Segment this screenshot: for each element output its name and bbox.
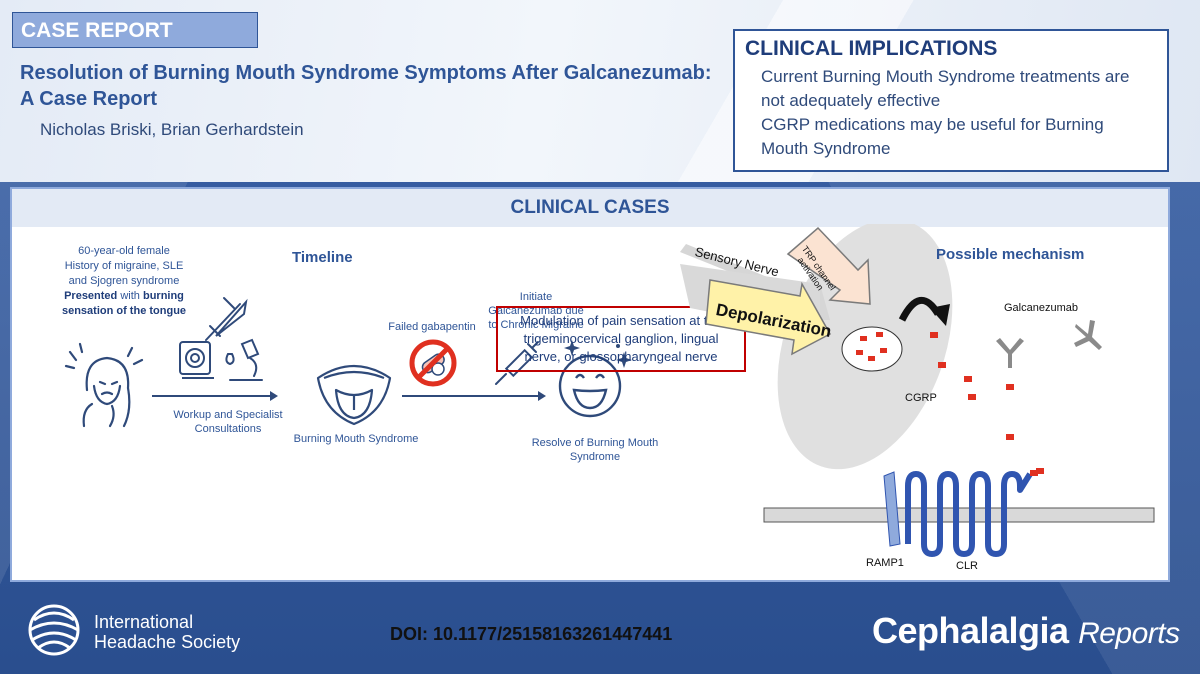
- ihs-logo-icon: [28, 604, 80, 656]
- resolve-line2: Syndrome: [569, 451, 621, 463]
- cgrp-vesicle: [841, 326, 903, 372]
- galcanezumab-label: Galcanezumab: [1004, 302, 1078, 314]
- authors: Nicholas Briski, Brian Gerhardstein: [40, 120, 304, 139]
- implications-line1: Current Burning Mouth Syndrome treatment…: [761, 67, 1130, 86]
- ramp1: [883, 471, 901, 547]
- patient-description: 60-year-old female History of migraine, …: [44, 244, 204, 319]
- depolarization-arrow: [705, 279, 832, 356]
- ihs-line2: Headache Society: [94, 632, 241, 652]
- timeline-title: Timeline: [292, 249, 353, 266]
- patient-line2: History of migraine, SLE: [64, 260, 184, 272]
- cgrp-label: CGRP: [905, 392, 937, 404]
- bms-label: Burning Mouth Syndrome: [293, 433, 419, 445]
- failed-gabapentin-label: Failed gabapentin: [388, 321, 476, 333]
- modulation-line2: trigeminocervical ganglion, lingual: [523, 331, 719, 346]
- workup-line1: Workup and Specialist: [173, 409, 283, 421]
- workup-label: Workup and Specialist Consultations: [168, 408, 288, 436]
- timeline-arrow-2: [402, 391, 546, 401]
- patient-line4: Presented with burning: [64, 290, 184, 302]
- implications-title: CLINICAL IMPLICATIONS: [745, 37, 998, 60]
- timeline-arrow-1: [152, 391, 278, 401]
- paper-title: Resolution of Burning Mouth Syndrome Sym…: [20, 60, 720, 112]
- case-report-tag: CASE REPORT: [12, 12, 258, 48]
- initiate-line2: Galcanezumab due: [488, 305, 584, 317]
- implications-line2: not adequately effective: [761, 91, 941, 110]
- ihs-name: International Headache Society: [94, 612, 240, 652]
- ramp1-label: RAMP1: [866, 557, 904, 569]
- implications-line4: Mouth Syndrome: [761, 139, 891, 158]
- resolve-label: Resolve of Burning Mouth Syndrome: [520, 436, 670, 464]
- happy-face-icon: [558, 340, 632, 418]
- mri-scanner-icon: [179, 341, 214, 379]
- clinical-implications-box: CLINICAL IMPLICATIONS Current Burning Mo…: [733, 29, 1169, 172]
- workup-line2: Consultations: [194, 423, 262, 435]
- patient-line3: and Sjogren syndrome: [68, 275, 180, 287]
- modulation-line1: Modulation of pain sensation at the: [520, 313, 722, 328]
- prohibited-pill-icon: [409, 339, 457, 387]
- paper-title-line2: A Case Report: [20, 88, 158, 110]
- doi: DOI: 10.1177/25158163261447441: [390, 624, 673, 644]
- initiate-line1: Initiate: [519, 291, 553, 303]
- trp-arrow: [786, 226, 871, 305]
- modulation-box: Modulation of pain sensation at the trig…: [496, 306, 746, 372]
- modulation-line3: nerve, or glossopharyngeal nerve: [524, 349, 718, 364]
- open-mouth-icon: [316, 364, 392, 426]
- journal-logo: Cephalalgia Reports: [872, 610, 1180, 651]
- distressed-woman-icon: [64, 342, 144, 428]
- microscope-icon: [225, 338, 263, 381]
- patient-line5: sensation of the tongue: [61, 305, 187, 317]
- cgrp-receptor: [905, 471, 1033, 557]
- initiate-galcanezumab-label: Initiate Galcanezumab due to Chronic Mig…: [478, 290, 594, 332]
- clinical-cases-title: CLINICAL CASES: [12, 189, 1168, 227]
- syringe-icon: [495, 341, 539, 385]
- patient-line1: 60-year-old female: [78, 245, 170, 257]
- clr-label: CLR: [956, 560, 979, 572]
- galcanezumab-antibody: [996, 320, 1102, 368]
- mechanism-title: Possible mechanism: [936, 246, 1085, 263]
- initiate-line3: to Chronic Migraine: [488, 319, 584, 331]
- ihs-line1: International: [94, 612, 194, 632]
- resolve-line1: Resolve of Burning Mouth: [531, 437, 659, 449]
- syringe-scalpel-icon: [205, 297, 248, 341]
- implications-line3: CGRP medications may be useful for Burni…: [761, 115, 1104, 134]
- mechanism-diagram: [680, 224, 1155, 557]
- paper-title-line1: Resolution of Burning Mouth Syndrome Sym…: [20, 62, 712, 84]
